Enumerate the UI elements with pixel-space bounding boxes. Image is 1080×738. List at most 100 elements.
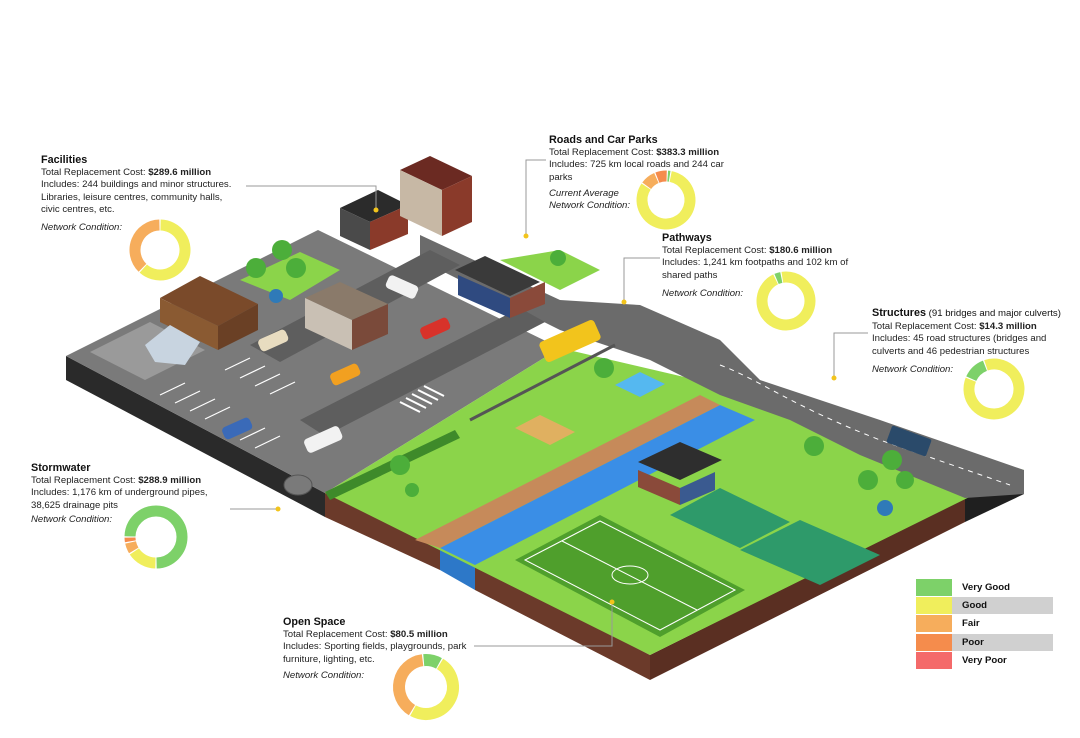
shop-building-left	[340, 208, 370, 250]
stormwater-cost: Total Replacement Cost: $288.9 million	[31, 475, 201, 486]
legend-row-shade	[952, 633, 1053, 651]
stormwater-title: Stormwater	[31, 462, 91, 474]
facilities-info: Facilities Total Replacement Cost: $289.…	[41, 154, 241, 234]
civic-building-roof	[305, 282, 388, 320]
base-side-soil-right	[475, 565, 650, 680]
roads-cost-value: $383.3 million	[656, 147, 720, 159]
civic-building-right	[352, 304, 388, 350]
pathways-cost-value: $180.6 million	[769, 245, 833, 257]
house-right	[510, 282, 545, 318]
library-right	[218, 304, 258, 350]
stormwater-condition-donut	[124, 505, 188, 569]
clubhouse-right	[680, 472, 715, 505]
house-roof	[455, 256, 540, 296]
clubhouse-roof	[638, 442, 722, 480]
legend-item: Good	[916, 597, 1053, 615]
roads-cost: Total Replacement Cost: $383.3 million	[549, 147, 719, 158]
cross-street-2	[300, 308, 545, 436]
pathways-cost: Total Replacement Cost: $180.6 million	[662, 245, 832, 256]
car-beige	[258, 329, 289, 352]
structures-title: Structures	[872, 307, 927, 319]
base-side-asphalt	[66, 356, 325, 517]
condition-legend: Very Good Good Fair Poor Very Poor	[916, 579, 1053, 670]
stormwater-pipe	[283, 474, 313, 496]
open-space-cost-value: $80.5 million	[390, 629, 448, 641]
legend-row-shade	[952, 597, 1053, 615]
leader-lines	[230, 159, 868, 647]
open-space-donut-segment-very-good	[423, 654, 442, 669]
structures-condition-label: Network Condition:	[872, 363, 954, 375]
roads-donut-segment-fair	[642, 172, 659, 190]
roads-title: Roads and Car Parks	[549, 134, 658, 146]
structures-includes: Includes: 45 road structures (bridges an…	[872, 333, 1047, 357]
house-left	[458, 275, 510, 318]
open-space-cost-label: Total Replacement Cost:	[283, 629, 391, 641]
open-space-title: Open Space	[283, 616, 346, 628]
legend-swatch-very-good	[916, 579, 952, 596]
facilities-cost-label: Total Replacement Cost:	[41, 167, 149, 179]
ground-top	[66, 230, 1024, 655]
pathways-donut-segment-very-good	[774, 272, 783, 285]
tall-building-roof	[400, 156, 472, 190]
dome-structure	[145, 325, 200, 365]
car-orange	[330, 363, 361, 386]
canal-path	[415, 395, 720, 548]
clubhouse-left	[638, 470, 680, 505]
main-road	[420, 235, 1024, 498]
legend-label: Good	[962, 600, 988, 612]
library-roof	[160, 276, 258, 326]
facilities-title: Facilities	[41, 154, 88, 166]
legend-label: Poor	[962, 636, 984, 648]
pathways-title: Pathways	[662, 232, 712, 244]
facilities-condition-label: Network Condition:	[41, 222, 123, 234]
pathways-cost-label: Total Replacement Cost:	[662, 245, 770, 257]
open-space-info: Open Space Total Replacement Cost: $80.5…	[283, 616, 473, 682]
legend-swatch-fair	[916, 615, 952, 633]
bus	[539, 320, 601, 362]
legend-swatch-good	[916, 597, 952, 615]
car-red	[420, 317, 451, 340]
open-space-includes: Includes: Sporting fields, playgrounds, …	[283, 641, 467, 665]
roads-donut-segment-good	[636, 171, 696, 230]
legend-label: Very Good	[962, 582, 1010, 593]
pathways-donut-segment-good	[756, 271, 816, 331]
tall-building-left	[400, 170, 442, 236]
shop-building-roof	[340, 190, 408, 222]
pathways-info: Pathways Total Replacement Cost: $180.6 …	[662, 232, 872, 300]
open-space-donut-segment-fair	[393, 654, 424, 716]
structures-donut-segment-very-good	[966, 360, 988, 382]
parking-lines	[159, 357, 296, 449]
stormwater-donut-segment-fair	[125, 541, 139, 554]
stormwater-condition-label: Network Condition:	[31, 513, 113, 525]
roads-cost-label: Total Replacement Cost:	[549, 147, 657, 159]
legend-label: Fair	[962, 618, 980, 630]
roads-condition-donut	[636, 170, 696, 230]
stormwater-donut-segment-very-good	[124, 505, 188, 569]
structures-donut-segment-good	[963, 358, 1025, 420]
facilities-condition-donut	[129, 219, 191, 281]
facilities-includes: Includes: 244 buildings and minor struct…	[41, 179, 232, 215]
stormwater-donut-segment-good	[129, 548, 156, 569]
facilities-donut-segment-fair	[129, 219, 160, 272]
library-left	[160, 298, 218, 350]
facilities-cost: Total Replacement Cost: $289.6 million	[41, 167, 211, 178]
roads-includes: Includes: 725 km local roads and 244 car…	[549, 159, 724, 183]
legend-item: Fair	[916, 615, 1053, 633]
car-white-2	[304, 426, 343, 453]
legend-item: Very Poor	[916, 651, 1053, 670]
base-side-soil-left	[325, 493, 440, 570]
open-space-cost: Total Replacement Cost: $80.5 million	[283, 629, 448, 640]
legend-item: Very Good	[916, 579, 1053, 597]
pathways-includes: Includes: 1,241 km footpaths and 102 km …	[662, 257, 849, 281]
truck	[886, 425, 932, 457]
roads-condition-label: Current Average Network Condition:	[549, 187, 631, 212]
buildings	[145, 156, 722, 505]
pathways-condition-label: Network Condition:	[662, 287, 744, 299]
vehicles	[222, 275, 932, 457]
stormwater-info: Stormwater Total Replacement Cost: $288.…	[31, 462, 236, 526]
stormwater-cost-value: $288.9 million	[138, 475, 202, 487]
tennis-court-1	[670, 488, 790, 548]
tennis-court-2	[740, 520, 880, 585]
base-side-water	[440, 548, 475, 590]
legend-swatch-poor	[916, 633, 952, 651]
